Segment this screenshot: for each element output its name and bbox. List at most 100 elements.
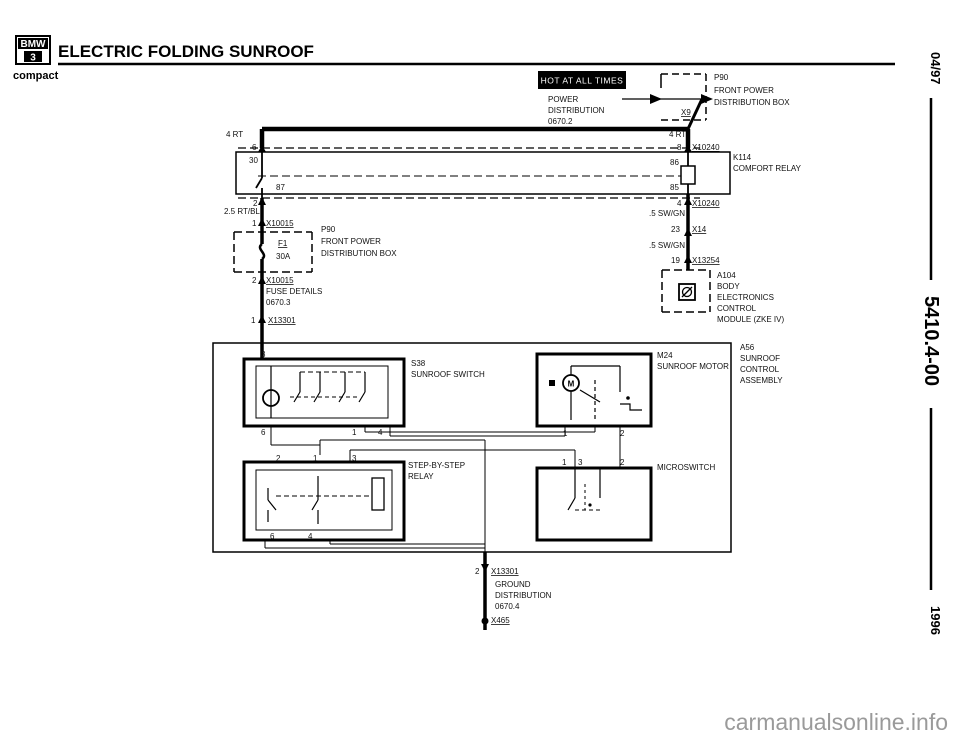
wire-sw-gn-1: .5 SW/GN <box>649 209 685 218</box>
p90-x9-pin: X9 <box>681 108 691 117</box>
a56-line3: ASSEMBLY <box>740 376 783 385</box>
p90-top-box <box>660 73 707 121</box>
micro-pin-3: 3 <box>578 458 583 467</box>
fuse-details-page: 0670.3 <box>266 298 291 307</box>
page-title: ELECTRIC FOLDING SUNROOF <box>58 42 314 61</box>
wire-4rt-left: 4 RT <box>226 130 243 139</box>
a56-line2: CONTROL <box>740 365 780 374</box>
s38-desc: SUNROOF SWITCH <box>411 370 485 379</box>
x13301-top: X13301 <box>268 316 296 325</box>
micro-pin-1: 1 <box>562 458 567 467</box>
ground-icon <box>481 617 489 625</box>
k114-name: K114 <box>733 153 752 162</box>
x10015-top: X10015 <box>266 219 294 228</box>
wire-2-5-rt-bl: 2.5 RT/BL <box>224 207 260 216</box>
ground-pin-2: 2 <box>475 567 480 576</box>
m24-pin-1: 1 <box>563 429 568 438</box>
wire-sw-gn-2: .5 SW/GN <box>649 241 685 250</box>
relay-label-2: RELAY <box>408 472 434 481</box>
p90-top-desc2: DISTRIBUTION BOX <box>714 98 790 107</box>
ground-dist-2: DISTRIBUTION <box>495 591 552 600</box>
hot-label: HOT AT ALL TIMES <box>541 76 624 86</box>
k114-relay-box <box>235 151 731 198</box>
compact-label: compact <box>13 70 59 82</box>
main-power-bus <box>259 98 704 148</box>
pin-1-x13301: 1 <box>251 316 256 325</box>
bmw-logo-text: BMW <box>21 39 47 50</box>
p90-top-name: P90 <box>714 73 729 82</box>
x10240-top: X10240 <box>692 143 720 152</box>
a104-line3: CONTROL <box>717 304 757 313</box>
ground-dist-1: GROUND <box>495 580 531 589</box>
m24-desc: SUNROOF MOTOR <box>657 362 729 371</box>
svg-text:M: M <box>568 380 575 389</box>
fuse-f1-label: F1 <box>278 239 288 248</box>
a56-assembly-box <box>212 342 732 553</box>
s38-name: S38 <box>411 359 426 368</box>
a56-line1: SUNROOF <box>740 354 780 363</box>
p90-fuse-box <box>233 231 313 273</box>
s38-pin-3: 3 <box>261 350 266 359</box>
m24-sunroof-motor: M <box>535 352 653 428</box>
model-year: 1996 <box>928 606 943 635</box>
s38-sunroof-switch <box>242 345 406 428</box>
p90-top-desc1: FRONT POWER <box>714 86 774 95</box>
pin-2-fuse-out: 2 <box>252 276 257 285</box>
s38-pin-1: 1 <box>352 428 357 437</box>
x10240-bottom: X10240 <box>692 199 720 208</box>
ground-wire <box>481 552 489 630</box>
pin-4-x10240: 4 <box>677 199 682 208</box>
microswitch-label: MICROSWITCH <box>657 463 715 472</box>
relay-pin-6: 6 <box>270 532 275 541</box>
micro-pin-2: 2 <box>620 458 625 467</box>
relay-pin-2: 2 <box>276 454 281 463</box>
x10015-bottom: X10015 <box>266 276 294 285</box>
m24-pin-2: 2 <box>620 429 625 438</box>
series-3-badge: 3 <box>30 53 36 64</box>
pin-86: 86 <box>670 158 679 167</box>
pin-2-relay: 2 <box>253 199 258 208</box>
relay-pin-1: 1 <box>313 454 318 463</box>
relay-label-1: STEP-BY-STEP <box>408 461 465 470</box>
svg-text:0670.2: 0670.2 <box>548 117 573 126</box>
k114-desc: COMFORT RELAY <box>733 164 802 173</box>
x13301-bottom: X13301 <box>491 567 519 576</box>
motor-terminal <box>549 380 555 386</box>
x465: X465 <box>491 616 510 625</box>
pin-87: 87 <box>276 183 285 192</box>
relay-pin-4: 4 <box>308 532 313 541</box>
svg-text:DISTRIBUTION: DISTRIBUTION <box>548 106 605 115</box>
wire-4rt-right: 4 RT <box>669 130 686 139</box>
m24-name: M24 <box>657 351 673 360</box>
relay-coil <box>371 477 385 511</box>
relay-pin-3: 3 <box>352 454 357 463</box>
p90-fuse-desc1: FRONT POWER <box>321 237 381 246</box>
step-by-step-relay <box>242 460 406 542</box>
a104-line4: MODULE (ZKE IV) <box>717 315 784 324</box>
x14: X14 <box>692 225 707 234</box>
pin-8: 8 <box>677 143 682 152</box>
a104-name: A104 <box>717 271 736 280</box>
left-feed-wire <box>258 197 266 232</box>
fuse-f1-symbol <box>258 242 266 261</box>
date-label: 04/97 <box>928 52 943 85</box>
doc-code: 5410.4-00 <box>920 296 942 386</box>
svg-text:POWER: POWER <box>548 95 578 104</box>
p90-fuse-name: P90 <box>321 225 336 234</box>
pin-85: 85 <box>670 183 679 192</box>
assembly-internal-wires <box>264 426 621 552</box>
a104-line1: BODY <box>717 282 740 291</box>
a104-line2: ELECTRONICS <box>717 293 774 302</box>
a104-zke-module <box>661 269 711 313</box>
pin-30: 30 <box>249 156 258 165</box>
p90-fuse-desc2: DISTRIBUTION BOX <box>321 249 397 258</box>
pin-1-fuse: 1 <box>252 219 257 228</box>
fuse-details-ref: FUSE DETAILS <box>266 287 322 296</box>
fuse-amps: 30A <box>276 252 291 261</box>
ground-dist-3: 0670.4 <box>495 602 520 611</box>
watermark: carmanualsonline.info <box>724 709 948 735</box>
right-control-wire <box>684 194 692 270</box>
power-distribution-ref: POWER DISTRIBUTION 0670.2 <box>548 95 605 126</box>
microswitch <box>535 466 653 542</box>
